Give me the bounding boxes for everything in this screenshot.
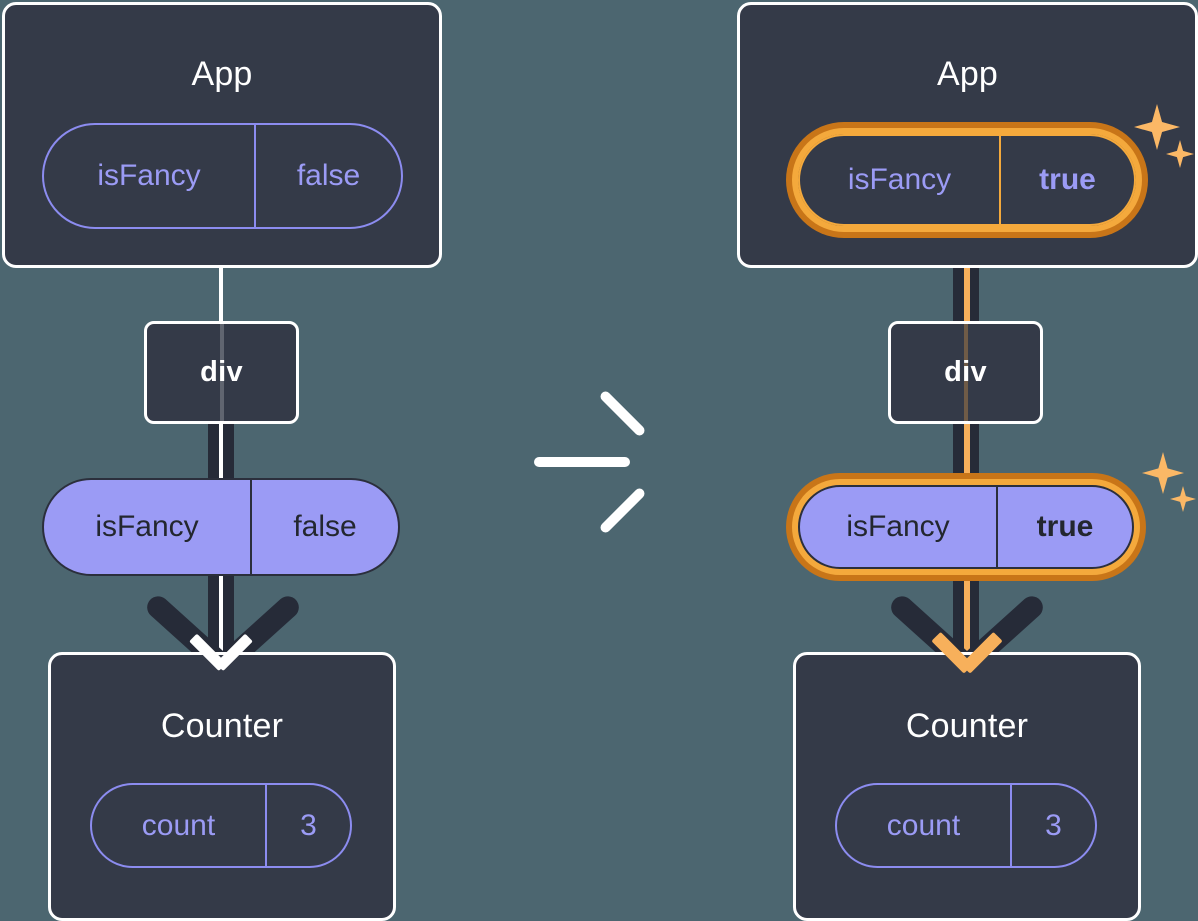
- state-pill-value: 3: [1010, 785, 1095, 866]
- state-pill-count-counter-after[interactable]: count 3: [835, 783, 1097, 868]
- prop-pill-isfancy-after[interactable]: isFancy true: [798, 485, 1134, 569]
- state-pill-key: isFancy: [847, 163, 952, 196]
- state-pill-count-counter-before[interactable]: count 3: [90, 783, 352, 868]
- arrowhead-counter-before: [189, 626, 253, 672]
- sparkle-small-icon: [1166, 140, 1194, 168]
- prop-pill-value: false: [250, 480, 398, 574]
- component-title-counter-after: Counter: [905, 707, 1029, 745]
- prop-pill-key: isFancy: [846, 510, 950, 543]
- wire-app-to-div-before: [219, 265, 223, 325]
- prop-pill-isfancy-before[interactable]: isFancy false: [42, 478, 400, 576]
- sparkle-large-icon: [1142, 452, 1184, 494]
- state-pill-value: false: [254, 125, 401, 227]
- wire-prop-to-counter-core-after: [964, 566, 970, 659]
- sparkle-large-icon: [1134, 104, 1180, 150]
- state-pill-key: count: [886, 808, 961, 842]
- dom-box-div-before: div: [144, 321, 299, 424]
- dom-box-div-after: div: [888, 321, 1043, 424]
- state-pill-value: true: [999, 136, 1134, 224]
- wire-div-to-prop-core-after: [964, 421, 970, 486]
- wire-prop-to-counter-core-before: [219, 570, 223, 659]
- state-pill-key: count: [141, 808, 216, 842]
- arrow-right-icon: [534, 389, 647, 535]
- wire-through-div-after: [963, 324, 968, 421]
- wire-through-div-before: [219, 324, 224, 421]
- state-pill-key: isFancy: [97, 159, 201, 192]
- component-title-counter-before: Counter: [160, 707, 284, 745]
- state-pill-isfancy-app-after[interactable]: isFancy true: [798, 134, 1136, 226]
- state-pill-isfancy-app-before[interactable]: isFancy false: [42, 123, 403, 229]
- arrowhead-counter-after: [931, 624, 1003, 674]
- prop-pill-key: isFancy: [95, 510, 199, 543]
- sparkle-small-icon: [1170, 486, 1196, 512]
- prop-pill-value: true: [996, 487, 1132, 567]
- wire-div-to-prop-core-before: [219, 421, 223, 486]
- sparkles-app-after: [1128, 104, 1194, 184]
- dom-box-label-after: div: [944, 356, 987, 388]
- wire-app-to-div-core-after: [964, 228, 970, 326]
- dom-box-label-before: div: [200, 356, 243, 388]
- state-pill-value: 3: [265, 785, 350, 866]
- sparkles-prop-after: [1136, 452, 1198, 532]
- component-title-app-after: App: [936, 55, 999, 93]
- component-title-app-before: App: [191, 55, 253, 93]
